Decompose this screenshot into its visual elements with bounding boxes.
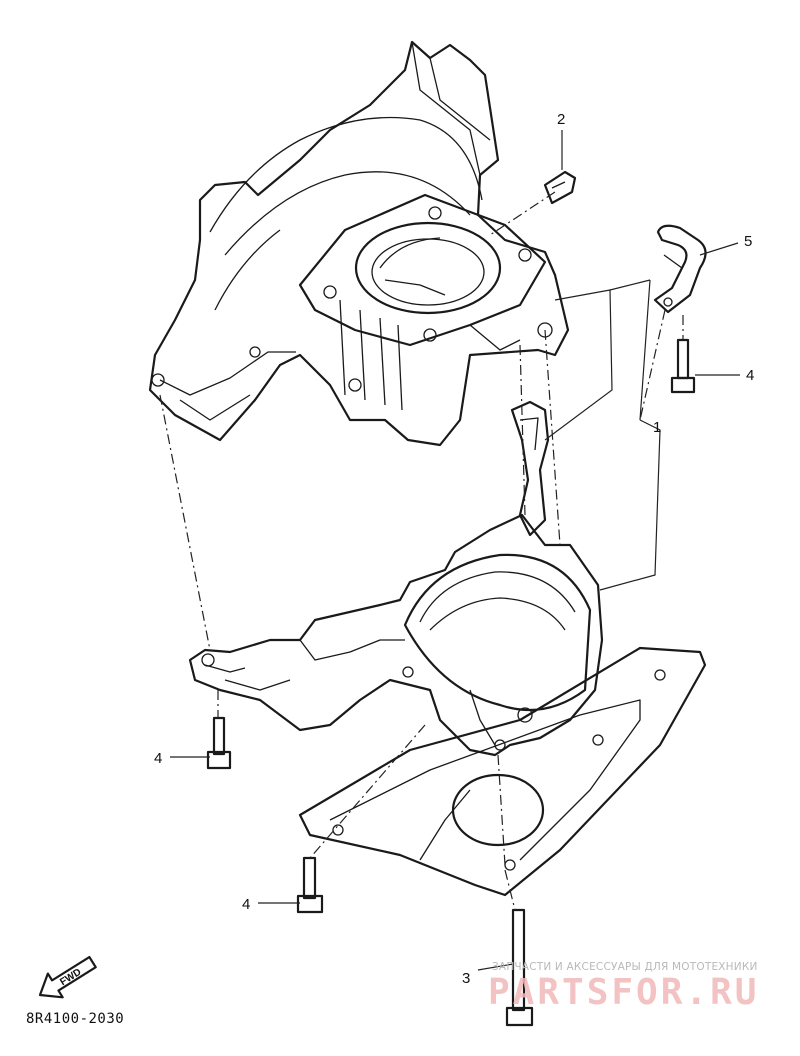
callout-2: 2 — [557, 111, 565, 128]
bolt-4-bottom — [258, 856, 324, 914]
callout-5: 5 — [744, 233, 752, 250]
watermark-caption: ЗАПЧАСТИ И АКСЕССУАРЫ ДЛЯ МОТОТЕХНИКИ — [492, 961, 758, 973]
bolt-4-right — [670, 338, 740, 394]
bottom-plate — [298, 646, 707, 897]
callout-1-bracket — [544, 279, 661, 591]
fwd-label: FWD — [58, 967, 83, 988]
part-2-plug — [543, 130, 577, 205]
lower-crankcase — [188, 513, 604, 757]
forward-arrow-icon: FWD — [38, 955, 97, 999]
assembly-lines — [159, 191, 684, 911]
callout-4-bottom: 4 — [242, 896, 250, 913]
bolt-4-left — [170, 716, 232, 770]
upper-crankcase — [148, 40, 570, 447]
callout-4-left: 4 — [154, 750, 162, 767]
bolt-3-long — [477, 908, 534, 1027]
center-seal-piece — [510, 400, 550, 537]
watermark-brand: PARTSFOR.RU — [488, 972, 760, 1013]
callout-1: 1 — [653, 419, 661, 436]
callout-4-right: 4 — [746, 367, 754, 384]
callout-3: 3 — [462, 970, 470, 987]
diagram-code: 8R4100-2030 — [26, 1011, 125, 1027]
part-5-clamp — [653, 224, 739, 314]
